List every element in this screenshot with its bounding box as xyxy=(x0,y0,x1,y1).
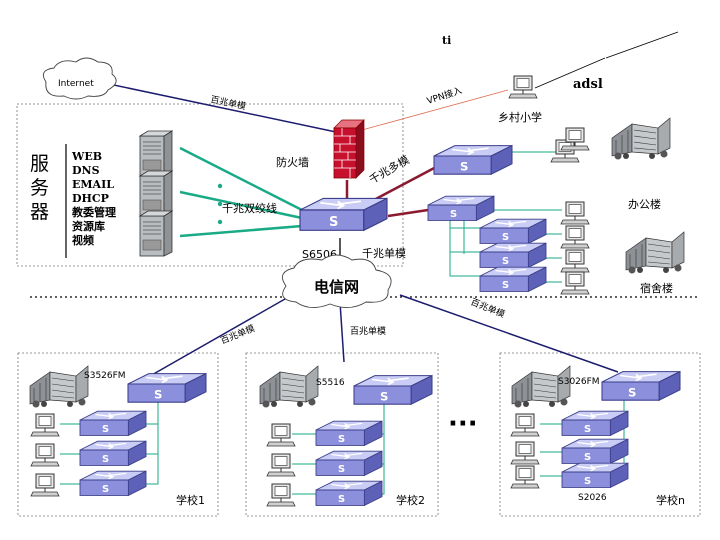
link-label-school2: 百兆单模 xyxy=(350,325,386,337)
school-n-main-switch xyxy=(601,370,681,401)
rural-school-pc-icon xyxy=(508,75,538,99)
top-mark-line xyxy=(605,31,679,59)
school-1-switch-3 xyxy=(79,470,147,497)
dorm-switch-2 xyxy=(479,218,547,245)
firewall-label: 防火墙 xyxy=(276,155,309,169)
school-1-switch-2 xyxy=(79,440,147,467)
school-1-building-icon xyxy=(29,365,89,408)
school-1-pc-icon-3 xyxy=(30,473,60,497)
school-1-tree xyxy=(60,392,159,485)
school-1-frame xyxy=(17,352,219,517)
telecom-label: 电信网 xyxy=(314,278,359,296)
school-n-switch-1 xyxy=(561,410,629,437)
dorm-switch-4 xyxy=(479,266,547,293)
office-switch xyxy=(433,144,513,175)
link-telecom-schooln xyxy=(399,294,619,373)
school-1-name: 学校1 xyxy=(176,493,205,507)
campus-frame xyxy=(16,103,404,267)
server-rack xyxy=(139,130,173,257)
dorm-building-icon xyxy=(625,231,685,274)
dorm-pc-icon-1 xyxy=(560,201,590,225)
school-2-switch-1 xyxy=(315,420,383,447)
ellipsis: ··· xyxy=(448,409,478,439)
school-n-switch-2 xyxy=(561,438,629,465)
school-2-pc-icon-2 xyxy=(266,453,296,477)
link-server-1 xyxy=(179,146,303,212)
service-email: EMAIL xyxy=(72,178,114,191)
adsl-label: adsl xyxy=(573,77,603,92)
top-mark: ti xyxy=(442,34,451,47)
school-n-name: 学校n xyxy=(656,493,685,507)
school-1-model: S3526FM xyxy=(84,371,126,381)
school-n-pc-icon-1 xyxy=(510,413,540,437)
school-2-name: 学校2 xyxy=(396,493,425,507)
link-dorm-tree xyxy=(449,216,480,277)
firewall xyxy=(333,119,365,179)
internet-label: Internet xyxy=(58,79,94,89)
school-1-main-switch xyxy=(127,372,207,403)
link-telecom-school1 xyxy=(149,294,293,377)
link-core-dorm xyxy=(387,208,429,218)
school-n-frame xyxy=(499,352,701,517)
link-label-schooln: 百兆单模 xyxy=(469,296,507,321)
office-building-icon xyxy=(611,117,671,160)
dorm-label: 宿舍楼 xyxy=(640,281,673,295)
link-label-multimode: 千兆多模 xyxy=(367,152,412,186)
school-n-pc-icon-2 xyxy=(510,441,540,465)
school-2-building-icon xyxy=(259,365,319,408)
link-server-3 xyxy=(179,224,303,238)
school-n-model: S3026FM xyxy=(558,377,600,387)
server-title-char-3: 器 xyxy=(30,201,49,223)
internet-cloud: Internet xyxy=(42,57,117,100)
link-dot-2 xyxy=(217,201,223,207)
link-dot-3 xyxy=(217,219,223,225)
school-n-sub-model: S2026 xyxy=(578,493,607,503)
service-web: WEB xyxy=(71,150,102,163)
school-2-switch-2 xyxy=(315,450,383,477)
dorm-pc-icon-4 xyxy=(560,271,590,295)
service-resources: 资源库 xyxy=(72,219,105,233)
service-list: WEB DNS EMAIL DHCP 教委管理 资源库 视频 xyxy=(71,150,116,247)
service-dhcp: DHCP xyxy=(72,192,109,205)
service-dns: DNS xyxy=(72,164,100,177)
dorm-switch xyxy=(427,195,495,222)
school-2-main-switch xyxy=(353,374,433,405)
link-dot-1 xyxy=(217,183,223,189)
link-label-twisted-pair: 千兆双绞线 xyxy=(222,201,277,215)
link-internet-firewall xyxy=(89,79,337,133)
school-2-switch-3 xyxy=(315,480,383,507)
school-1-switch-1 xyxy=(79,410,147,437)
rural-school-label: 乡村小学 xyxy=(498,110,542,124)
link-adsl xyxy=(534,57,606,89)
school-n-pc-icon-3 xyxy=(510,465,540,489)
link-telecom-school2 xyxy=(339,301,345,363)
connections xyxy=(60,57,625,495)
link-label-single-mode: 千兆单模 xyxy=(362,247,406,260)
school-n-switch-3 xyxy=(561,462,629,489)
server-title: 服 务 器 xyxy=(30,153,55,223)
office-label: 办公楼 xyxy=(628,197,661,211)
link-vpn xyxy=(361,89,509,131)
core-switch xyxy=(299,197,388,232)
service-management: 教委管理 xyxy=(71,205,116,219)
school-2-pc-icon-1 xyxy=(266,423,296,447)
school-2-tree xyxy=(292,402,385,495)
office-pc-icon-2 xyxy=(560,127,590,151)
dorm-pc-icon-2 xyxy=(560,225,590,249)
dorm-switch-3 xyxy=(479,242,547,269)
server-title-char-1: 服 xyxy=(30,153,49,175)
link-server-2 xyxy=(179,190,303,220)
dorm-pc-icon-3 xyxy=(560,249,590,273)
service-video: 视频 xyxy=(72,233,94,247)
school-2-pc-icon-3 xyxy=(266,483,296,507)
school-2-frame xyxy=(245,352,439,517)
school-2-model: S5516 xyxy=(316,378,345,388)
school-1-pc-icon-1 xyxy=(30,413,60,437)
school-1-pc-icon-2 xyxy=(30,443,60,467)
server-title-char-2: 务 xyxy=(30,177,49,199)
telecom-cloud: 电信网 xyxy=(281,254,392,308)
